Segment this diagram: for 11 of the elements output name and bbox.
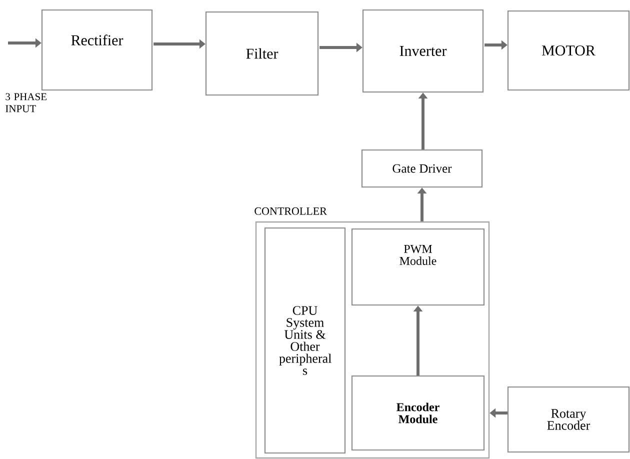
process-box: PWM Module [351, 228, 485, 306]
node-label: CONTROLLER [254, 207, 327, 215]
process-box: Gate Driver [361, 149, 483, 188]
process-box: MOTOR [507, 10, 630, 91]
process-box: Rectifier [41, 9, 153, 91]
process-box: Rotary Encoder [507, 386, 630, 453]
process-box: CPU System Units & Other peripheral s [264, 227, 346, 454]
process-box: Encoder Module [351, 375, 485, 451]
process-box: Filter [205, 11, 319, 96]
process-box: Inverter [362, 9, 484, 93]
input-label: 3 PHASE INPUT [6, 93, 46, 112]
